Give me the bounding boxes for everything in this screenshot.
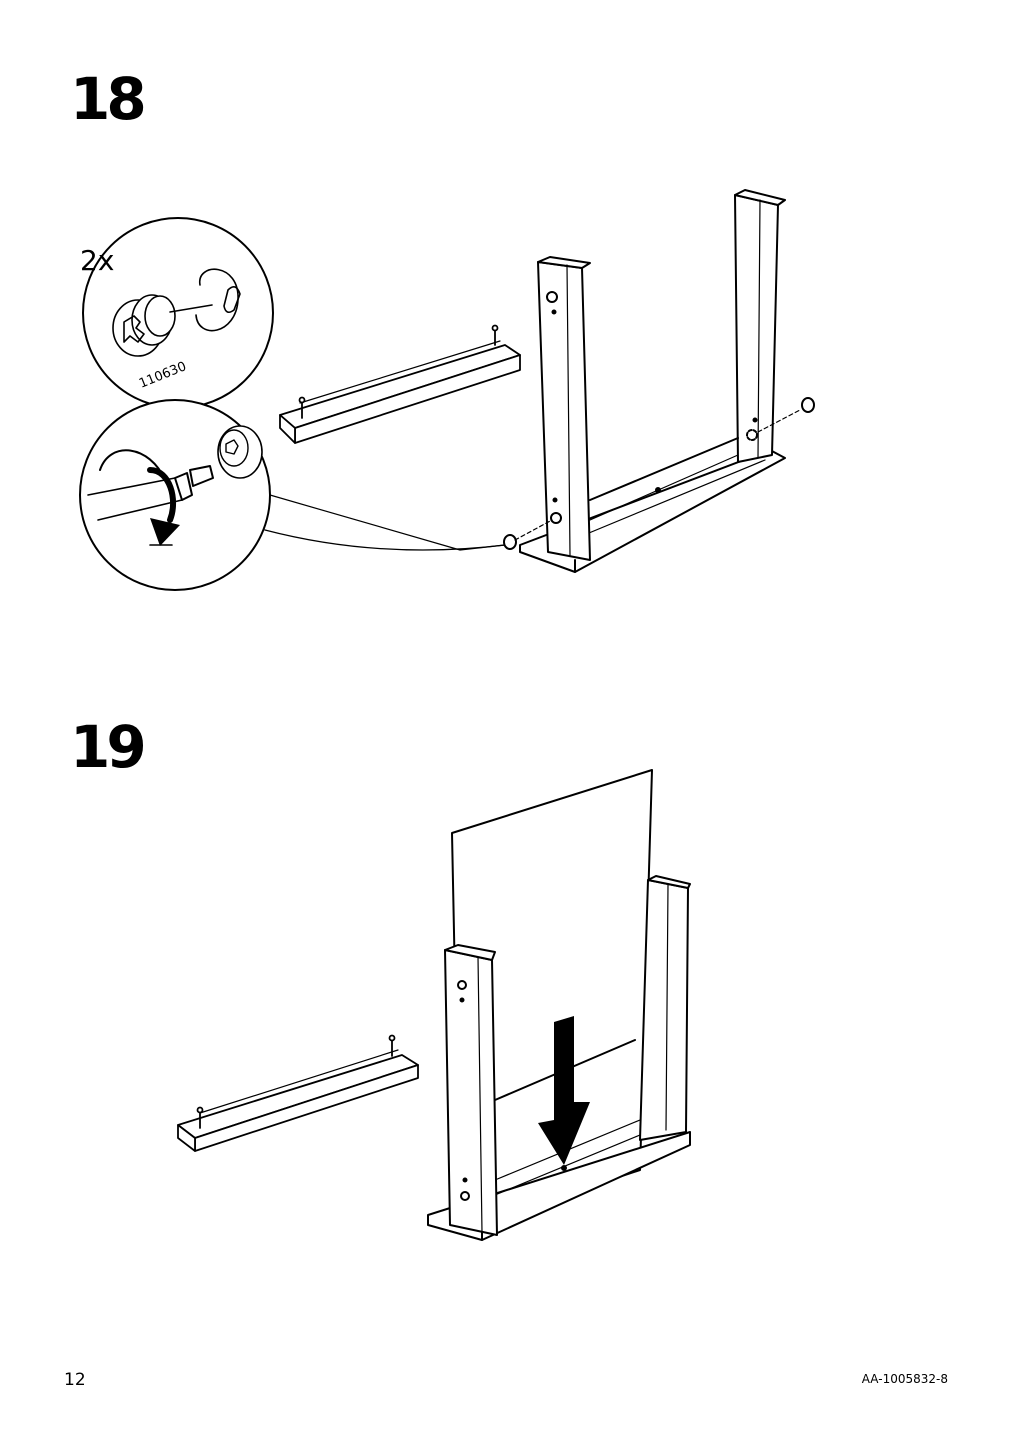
frame-assembly (503, 189, 815, 573)
detail-circle-screwdriver (79, 399, 506, 591)
rail-part (177, 1034, 419, 1152)
document-code: AA-1005832-8 (861, 1372, 948, 1386)
quantity-label: 2x (80, 244, 114, 277)
back-panel (451, 769, 653, 1231)
page-number: 12 (64, 1370, 86, 1390)
cam-lock-icon (112, 268, 241, 357)
left-post (444, 949, 498, 1236)
detail-circle-cam-lock: 2x 110630 (80, 217, 274, 409)
step-number-18: 18 (70, 65, 147, 133)
step-18-illustration: 2x 110630 (79, 189, 815, 591)
base-board (427, 1131, 691, 1241)
insert-arrow-icon (538, 1016, 590, 1165)
rail-part (279, 324, 521, 444)
step-number-19: 19 (70, 713, 147, 781)
